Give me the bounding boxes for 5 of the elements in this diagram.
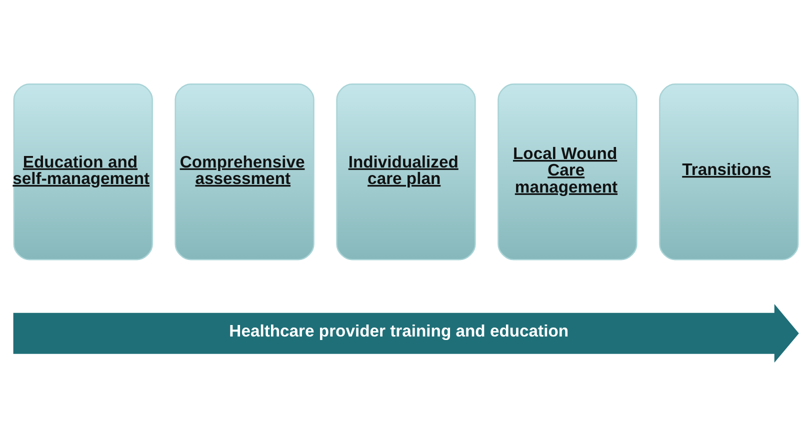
node-box: Transitions <box>659 83 799 260</box>
node-box: Education and self-management <box>13 83 153 260</box>
node-box: Comprehensive assessment <box>174 83 314 260</box>
node-box: Individualized care plan <box>336 83 476 260</box>
node-box: Local Wound Care management <box>498 83 638 260</box>
